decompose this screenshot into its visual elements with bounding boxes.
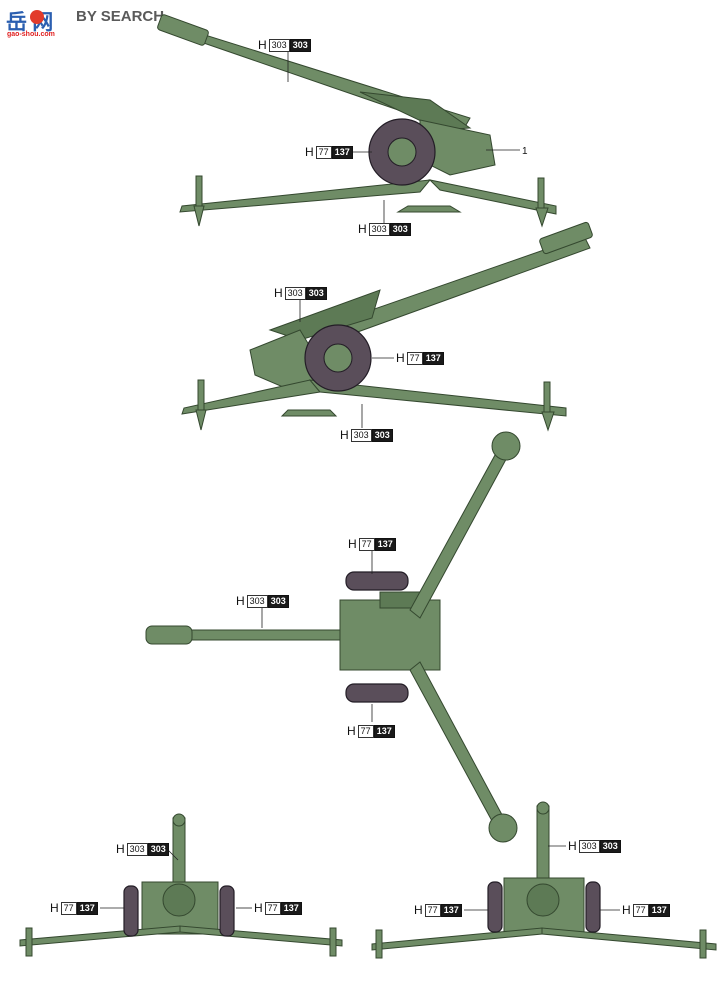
paint-callout: H 303 303 [236, 594, 289, 608]
callout-code: 303 [246, 594, 268, 608]
callout-number: 137 [648, 903, 670, 917]
paint-callout: H 303 303 [358, 222, 411, 236]
callout-code: 77 [358, 537, 375, 551]
callout-prefix: H [568, 839, 577, 853]
paint-callout: H 77 137 [254, 901, 302, 915]
callout-number: 137 [374, 537, 396, 551]
callout-code: 77 [406, 351, 423, 365]
paint-callout: H 77 137 [414, 903, 462, 917]
paint-callout: H 77 137 [348, 537, 396, 551]
callout-code: 303 [126, 842, 148, 856]
howitzer-front-view [19, 813, 343, 957]
howitzer-top-view [145, 431, 521, 843]
callout-code: 303 [578, 839, 600, 853]
callout-code: 77 [632, 903, 649, 917]
callout-prefix: H [622, 903, 631, 917]
leader-lines [100, 52, 620, 911]
callout-number: 303 [371, 428, 393, 442]
site-header: 岳 网 BY SEARCH gao-shou.com [4, 4, 174, 40]
callout-code: 303 [268, 38, 290, 52]
callout-prefix: H [396, 351, 405, 365]
callout-prefix: H [340, 428, 349, 442]
callout-number: 137 [422, 351, 444, 365]
callout-number: 303 [389, 222, 411, 236]
callout-number: 303 [599, 839, 621, 853]
paint-callout: H 77 137 [50, 901, 98, 915]
paint-callout: H 303 303 [274, 286, 327, 300]
callout-prefix: H [348, 537, 357, 551]
callout-prefix: H [347, 724, 356, 738]
callout-prefix: H [116, 842, 125, 856]
paint-callout: H 77 137 [622, 903, 670, 917]
callout-number: 137 [440, 903, 462, 917]
callout-code: 77 [60, 901, 77, 915]
callout-prefix: H [305, 145, 314, 159]
callout-number: 137 [280, 901, 302, 915]
paint-callout: H 303 303 [568, 839, 621, 853]
callout-code: 77 [424, 903, 441, 917]
site-name: BY SEARCH [76, 8, 165, 25]
howitzer-rear-view [371, 801, 717, 959]
callout-prefix: H [254, 901, 263, 915]
paint-callout: H 303 303 [340, 428, 393, 442]
site-url: gao-shou.com [7, 31, 55, 38]
howitzer-side-view-right [181, 221, 593, 432]
callout-prefix: H [236, 594, 245, 608]
callout-prefix: H [358, 222, 367, 236]
callout-number: 137 [76, 901, 98, 915]
howitzer-side-view-left [157, 14, 557, 228]
paint-callout: H 303 303 [258, 38, 311, 52]
callout-code: 303 [350, 428, 372, 442]
callout-number: 137 [331, 145, 353, 159]
paint-callout: H 77 137 [396, 351, 444, 365]
site-logo: 岳 网 [6, 10, 53, 34]
callout-code: 303 [284, 286, 306, 300]
callout-prefix: H [258, 38, 267, 52]
callout-prefix: H [274, 286, 283, 300]
callout-number: 303 [267, 594, 289, 608]
callout-number: 137 [373, 724, 395, 738]
logo-mark-icon [30, 10, 44, 24]
callout-number: 303 [147, 842, 169, 856]
paint-callout: H 303 303 [116, 842, 169, 856]
callout-number: 303 [305, 286, 327, 300]
callout-code: 77 [315, 145, 332, 159]
callout-code: 77 [357, 724, 374, 738]
callout-prefix: H [414, 903, 423, 917]
paint-callout: H 77 137 [305, 145, 353, 159]
paint-callout: H 77 137 [347, 724, 395, 738]
callout-code: 77 [264, 901, 281, 915]
reference-number: 1 [522, 146, 528, 157]
callout-number: 303 [289, 38, 311, 52]
callout-code: 303 [368, 222, 390, 236]
callout-prefix: H [50, 901, 59, 915]
